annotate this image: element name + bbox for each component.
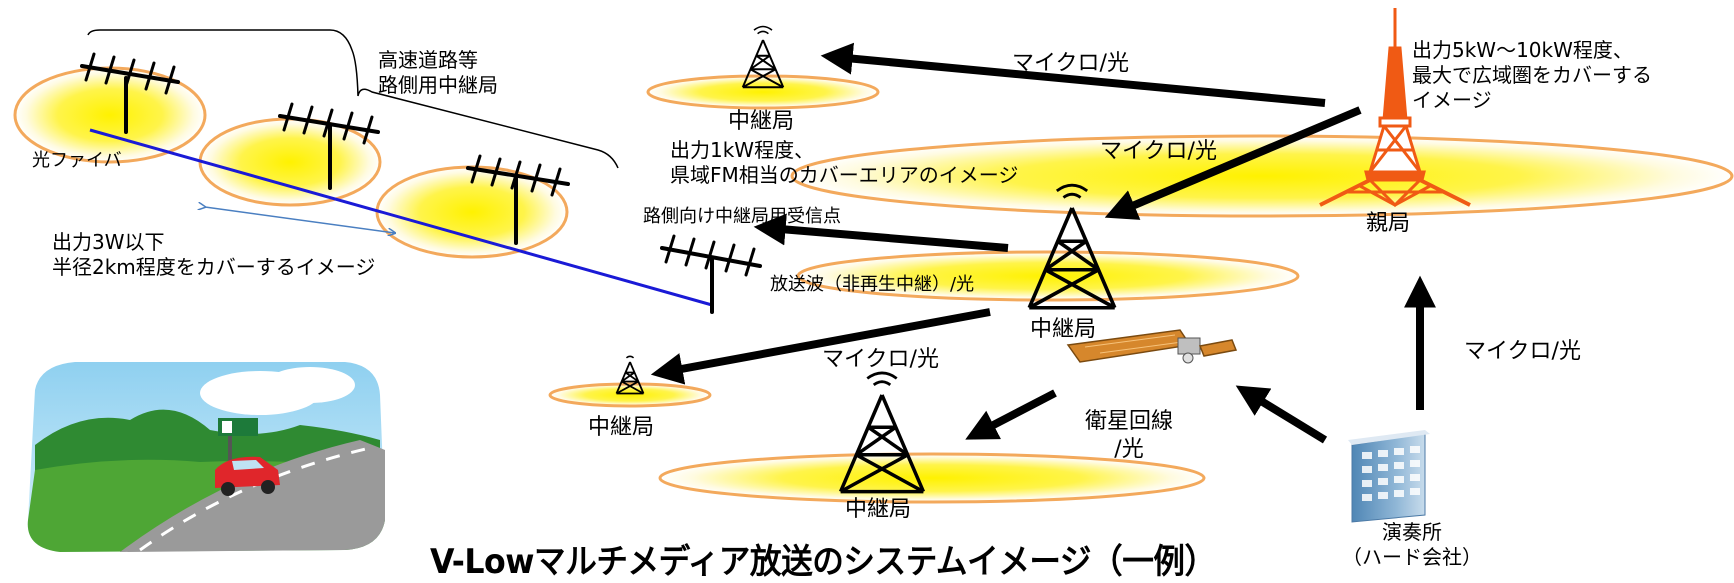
micro-optical-label-lower: マイクロ/光 [822, 347, 939, 372]
highway-relay-label: 高速道路等 路側用中継局 [378, 48, 498, 97]
coverage-range-arrow [205, 207, 395, 233]
relay-tower-top [741, 25, 785, 89]
roadside-antenna-1 [80, 52, 180, 134]
satellite [1066, 329, 1238, 364]
diagram-title: V-Lowマルチメディア放送のシステムイメージ（一例） [430, 542, 1216, 582]
coverage-area-highway-2 [198, 117, 382, 207]
coverage-area-small-relay [548, 382, 712, 408]
top-relay-label: 中継局 [728, 109, 795, 134]
arrow-parent-to-top-relay [820, 42, 1326, 107]
optical-fiber-line [89, 128, 713, 307]
relay-tower-center [1027, 183, 1117, 310]
parent-tower [1319, 8, 1471, 208]
parent-station-label: 親局 [1366, 211, 1411, 236]
roadside-antenna-2 [278, 102, 380, 190]
signal-arrows [650, 42, 1436, 444]
highway-road-illustration [27, 362, 386, 552]
micro-optical-label-mid: マイクロ/光 [1100, 139, 1217, 164]
studio-building [1348, 430, 1430, 523]
center-relay-label: 中継局 [1030, 317, 1097, 342]
highway-bracket [87, 29, 619, 169]
optical-fiber-label: 光ファイバ [32, 150, 122, 171]
micro-optical-label-top: マイクロ/光 [1012, 51, 1129, 76]
arrow-satellite-to-bottom-relay [965, 389, 1057, 440]
roadside-antenna-3 [466, 154, 570, 245]
small-relay-label: 中継局 [588, 415, 655, 440]
low-power-note: 出力3W以下 半径2km程度をカバーするイメージ [52, 230, 376, 279]
coverage-area-top-relay [646, 74, 880, 110]
arrow-center-to-roadside [753, 213, 1009, 252]
bottom-relay-label: 中継局 [845, 497, 912, 522]
mid-power-note: 出力1kW程度、 県域FM相当のカバーエリアのイメージ [670, 138, 1019, 187]
relay-tower-bottom [838, 371, 926, 494]
coverage-area-parent [790, 134, 1734, 218]
satellite-label: 衛星回線 /光 [1085, 409, 1174, 462]
arrow-parent-to-center-relay [1104, 106, 1362, 220]
studio-label: 演奏所 （ハード会社） [1342, 520, 1482, 569]
parent-station-note: 出力5kW～10kW程度、 最大で広域圏をカバーする イメージ [1412, 38, 1652, 112]
arrow-center-to-small-relay [650, 308, 991, 385]
roadside-receiver-label: 路側向け中継局用受信点 [643, 206, 841, 227]
coverage-areas [13, 66, 1734, 504]
micro-optical-label-right: マイクロ/光 [1464, 339, 1581, 364]
coverage-area-center-relay [796, 250, 1300, 302]
roadside-receiver-antenna [660, 234, 762, 314]
relay-tower-small [615, 355, 645, 395]
coverage-area-bottom-relay [658, 452, 1206, 504]
broadcast-wave-label: 放送波（非再生中継）/光 [770, 274, 975, 295]
arrow-studio-to-satellite [1235, 385, 1328, 444]
